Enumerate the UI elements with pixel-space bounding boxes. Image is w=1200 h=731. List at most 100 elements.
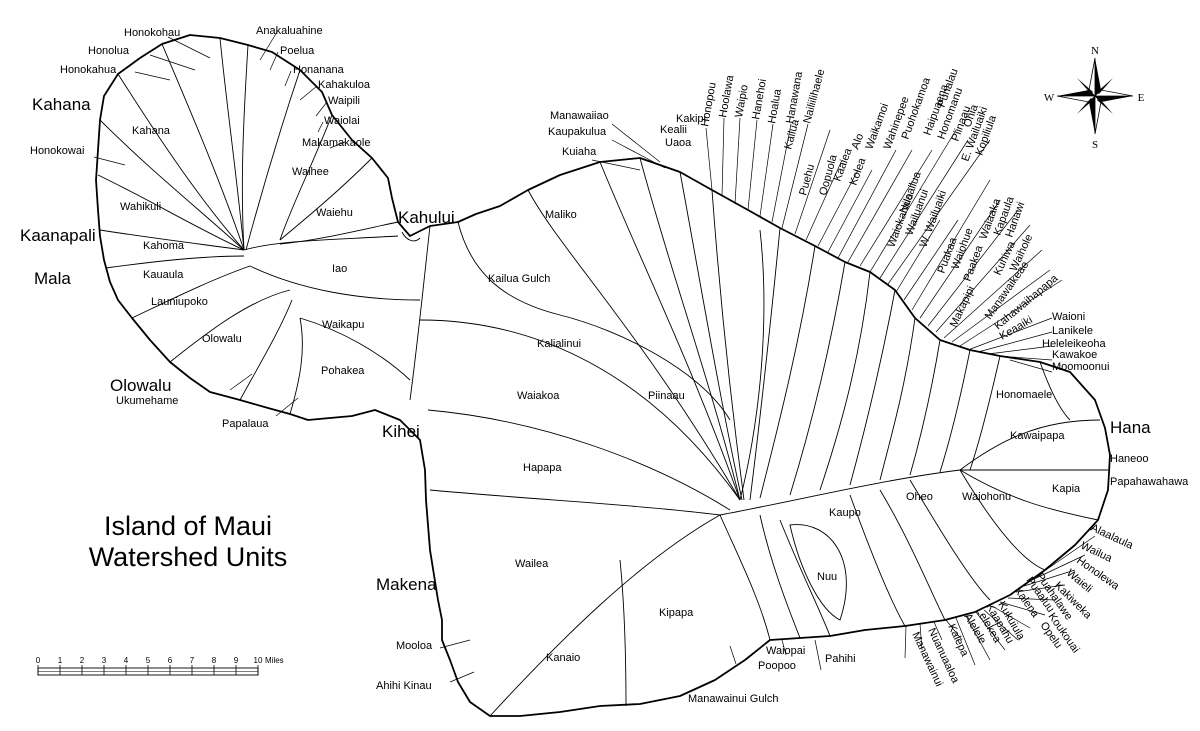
unit-label: Honomaele xyxy=(996,389,1052,401)
unit-label: Mooloa xyxy=(396,640,433,652)
kahului-harbor xyxy=(401,231,421,242)
town-label: Kahului xyxy=(398,208,455,227)
unit-label: Kakipi xyxy=(676,113,706,125)
town-label: Kaanapali xyxy=(20,226,96,245)
unit-label: Hanehoi xyxy=(750,78,769,120)
unit-label: Honokahua xyxy=(60,64,117,76)
unit-label: Honokowai xyxy=(30,145,84,157)
unit-label: Waiopai xyxy=(766,645,805,657)
scale-unit-label: Miles xyxy=(265,656,284,665)
town-label: Olowalu xyxy=(110,376,171,395)
unit-label: Kuiaha xyxy=(562,146,597,158)
unit-label: Kaupo xyxy=(829,507,861,519)
unit-label: Haneoo xyxy=(1110,453,1149,465)
scale-tick-label: 5 xyxy=(146,656,151,665)
town-label: Mala xyxy=(34,269,71,288)
unit-label: Uaoa xyxy=(665,137,692,149)
compass-e: E xyxy=(1138,92,1145,104)
unit-label: Lanikele xyxy=(1052,325,1093,337)
compass-rose: N S E W xyxy=(1044,45,1145,151)
unit-label: Anakaluahine xyxy=(256,25,323,37)
unit-label: Piinaau xyxy=(648,390,685,402)
unit-label: Waioni xyxy=(1052,311,1085,323)
scale-tick-label: 6 xyxy=(168,656,173,665)
unit-label: Kailua Gulch xyxy=(488,273,550,285)
unit-label: Honopou xyxy=(699,81,719,127)
unit-label: Maliko xyxy=(545,209,577,221)
label-leaders xyxy=(93,31,1096,683)
unit-label: Hoalua xyxy=(766,87,784,124)
unit-label: Waipio xyxy=(733,84,751,119)
unit-label: Makamakaole xyxy=(302,137,370,149)
unit-label: Wailea xyxy=(515,558,549,570)
scale-tick-label: 1 xyxy=(58,656,63,665)
town-label: Kahana xyxy=(32,95,91,114)
watershed-boundaries xyxy=(97,37,431,415)
scale-tick-label: 10 xyxy=(254,656,263,665)
compass-n: N xyxy=(1091,45,1099,57)
scale-tick-label: 4 xyxy=(124,656,129,665)
unit-label: Manawainui Gulch xyxy=(688,693,779,705)
unit-label: Waiehu xyxy=(316,207,353,219)
town-label: Hana xyxy=(1110,418,1151,437)
west-maui-labels: Honokohau Anakaluahine Honolua Poelua Ho… xyxy=(30,25,371,430)
unit-label: Ahihi Kinau xyxy=(376,680,432,692)
unit-label: Oheo xyxy=(906,491,933,503)
unit-label: Poopoo xyxy=(758,660,796,672)
east-maui-boundaries xyxy=(419,157,1108,717)
scale-tick-label: 0 xyxy=(36,656,41,665)
scale-tick-label: 7 xyxy=(190,656,195,665)
scale-tick-label: 8 xyxy=(212,656,217,665)
unit-label: Olowalu xyxy=(202,333,242,345)
unit-label: Moomoonui xyxy=(1052,361,1109,373)
unit-label: Pahihi xyxy=(825,653,856,665)
unit-label: Heleleikeoha xyxy=(1042,338,1106,350)
scale-tick-label: 9 xyxy=(234,656,239,665)
map-title-line2: Watershed Units xyxy=(89,542,288,572)
unit-label: Kahakuloa xyxy=(318,79,371,91)
unit-label: Waiohonu xyxy=(962,491,1011,503)
unit-label: Kealii xyxy=(660,124,687,136)
unit-label: Puehu xyxy=(797,163,817,197)
unit-label: Wahikuli xyxy=(120,201,161,213)
unit-label: Alo xyxy=(850,132,867,151)
unit-label: Papalaua xyxy=(222,418,269,430)
unit-label: Nailiilihaele xyxy=(801,68,827,125)
unit-label: Papahawahawa xyxy=(1110,476,1189,488)
unit-label: Honanana xyxy=(293,64,345,76)
unit-label: Kauaula xyxy=(143,269,184,281)
unit-label: Kahana xyxy=(132,125,171,137)
unit-label: Kaupakulua xyxy=(548,126,607,138)
unit-label: Waiolai xyxy=(324,115,360,127)
compass-s: S xyxy=(1092,139,1098,151)
west-maui-coastline xyxy=(95,34,1111,717)
unit-label: Waipili xyxy=(328,95,360,107)
central-maui-labels: Manawaiiao Kaupakulua Kuiaha Kealii Kaki… xyxy=(376,110,1081,705)
unit-label: Manawaiiao xyxy=(550,110,609,122)
unit-label: Kawakoe xyxy=(1052,349,1097,361)
unit-label: Ukumehame xyxy=(116,395,178,407)
compass-w: W xyxy=(1044,92,1055,104)
scale-bar: 0 1 2 3 4 5 6 7 8 9 10 Miles xyxy=(36,656,284,676)
unit-label: Honolua xyxy=(88,45,130,57)
unit-label: Iao xyxy=(332,263,347,275)
unit-label: Kanaio xyxy=(546,652,580,664)
unit-label: Kawaipapa xyxy=(1010,430,1065,442)
unit-label: Waihee xyxy=(292,166,329,178)
unit-label: Poelua xyxy=(280,45,315,57)
unit-label: Kipapa xyxy=(659,607,694,619)
unit-label: Waikapu xyxy=(322,319,364,331)
unit-label: Launiupoko xyxy=(151,296,208,308)
scale-tick-label: 3 xyxy=(102,656,107,665)
unit-label: Hapapa xyxy=(523,462,562,474)
unit-label: Kapia xyxy=(1052,483,1081,495)
unit-label: Honokohau xyxy=(124,27,180,39)
unit-label: Pohakea xyxy=(321,365,365,377)
map-title-line1: Island of Maui xyxy=(104,511,272,541)
scale-tick-label: 2 xyxy=(80,656,85,665)
unit-label: Makapipi xyxy=(948,284,977,329)
town-label: Kihei xyxy=(382,422,420,441)
unit-label: Kalialinui xyxy=(537,338,581,350)
